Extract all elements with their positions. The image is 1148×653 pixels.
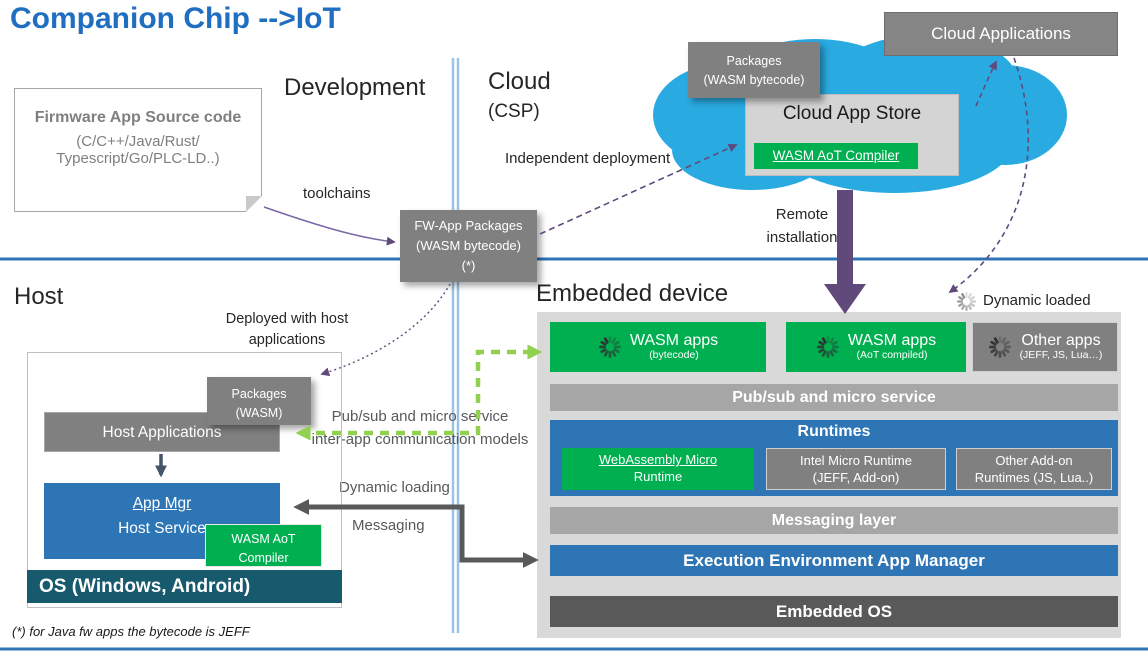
intel-micro-runtime-line1: Intel Micro Runtime (800, 453, 912, 468)
intel-micro-runtime-line2: (JEFF, Add-on) (812, 469, 900, 485)
section-label-host: Host (14, 283, 64, 310)
firmware-source-line3: Typescript/Go/PLC-LD..) (56, 150, 220, 167)
fw-app-packages-box: FW-App Packages (WASM bytecode) (*) (400, 210, 537, 282)
host-os-bar: OS (Windows, Android) (27, 570, 342, 603)
wasm-apps-bytecode-sub: (bytecode) (649, 349, 699, 362)
loading-spinner-icon (956, 291, 977, 312)
runtimes-title: Runtimes (797, 423, 871, 440)
host-packages-callout: Packages (WASM) (207, 377, 311, 425)
fw-app-packages-line1: FW-App Packages (414, 218, 523, 233)
firmware-source-line2: (C/C++/Java/Rust/ (76, 133, 200, 150)
embedded-os-bar: Embedded OS (550, 596, 1118, 627)
dynamic-loading-label: Dynamic loading (339, 479, 450, 496)
section-label-development: Development (284, 74, 426, 101)
footnote: (*) for Java fw apps the bytecode is JEF… (12, 624, 250, 639)
host-outline-box (27, 352, 342, 608)
loading-spinner-icon (988, 335, 1012, 359)
other-addon-runtimes-box: Other Add-on Runtimes (JS, Lua..) (956, 448, 1112, 490)
loading-spinner-icon (598, 335, 622, 359)
dynamic-loaded-label: Dynamic loaded (983, 292, 1091, 309)
cloud-app-store-title: Cloud App Store (782, 103, 922, 124)
other-addon-runtimes-line2: Runtimes (JS, Lua..) (974, 469, 1094, 485)
cloud-packages-line1: Packages (726, 54, 782, 68)
wasm-apps-aot-box: WASM apps (AoT compiled) (786, 322, 966, 372)
execution-environment-bar: Execution Environment App Manager (550, 545, 1118, 576)
cloud-applications-box: Cloud Applications (884, 12, 1118, 56)
wasm-apps-bytecode-title: WASM apps (629, 332, 719, 350)
cloud-wasm-aot-compiler-box: WASM AoT Compiler (754, 143, 918, 169)
independent-deployment-label: Independent deployment (505, 150, 671, 167)
fw-app-packages-line2: (WASM bytecode) (416, 238, 521, 254)
cloud-app-store-box: Cloud App Store WASM AoT Compiler (745, 94, 959, 176)
section-label-cloud: Cloud (488, 68, 551, 95)
deployed-with-host-label: Deployed with host applications (225, 311, 349, 349)
embedded-device-panel: WASM apps (bytecode) WASM apps (AoT comp… (537, 312, 1121, 638)
cloud-wasm-aot-compiler-label: WASM AoT Compiler (772, 148, 900, 163)
toolchains-label: toolchains (303, 185, 371, 202)
other-apps-title: Other apps (1021, 332, 1101, 350)
section-label-embedded-device: Embedded device (536, 280, 729, 307)
firmware-source-box: Firmware App Source code (C/C++/Java/Rus… (14, 88, 262, 212)
wasm-apps-aot-title: WASM apps (847, 332, 937, 350)
messaging-label: Messaging (352, 517, 425, 534)
loading-spinner-icon (816, 335, 840, 359)
firmware-source-title: Firmware App Source code (34, 109, 242, 126)
host-wasm-aot-line2: Compiler (238, 550, 289, 565)
app-mgr-line2: Host Service (118, 519, 206, 537)
cloud-packages-line2: (WASM bytecode) (703, 72, 805, 87)
section-label-csp: (CSP) (488, 101, 540, 122)
fw-app-packages-line3: (*) (461, 258, 476, 274)
wasm-apps-bytecode-box: WASM apps (bytecode) (550, 322, 766, 372)
remote-installation-label: Remote installation (766, 206, 838, 246)
runtimes-container: Runtimes WebAssembly Micro Runtime Intel… (550, 420, 1118, 496)
host-wasm-aot-compiler-box: WASM AoT Compiler (205, 524, 322, 567)
app-mgr-line1: App Mgr (132, 495, 192, 512)
messaging-layer-bar: Messaging layer (550, 507, 1118, 534)
page-title: Companion Chip -->IoT (10, 2, 341, 35)
host-wasm-aot-line1: WASM AoT (231, 532, 296, 546)
pubsub-service-bar: Pub/sub and micro service (550, 384, 1118, 411)
host-packages-line2: (WASM) (235, 405, 283, 420)
webassembly-micro-runtime-line1: WebAssembly Micro (598, 452, 718, 467)
cloud-packages-callout: Packages (WASM bytecode) (688, 42, 820, 98)
other-apps-sub: (JEFF, JS, Lua…) (1019, 349, 1103, 362)
wasm-apps-aot-sub: (AoT compiled) (856, 349, 928, 362)
webassembly-micro-runtime-line2: Runtime (633, 468, 683, 484)
intel-micro-runtime-box: Intel Micro Runtime (JEFF, Add-on) (766, 448, 946, 490)
other-addon-runtimes-line1: Other Add-on (995, 453, 1073, 468)
host-packages-line1: Packages (231, 387, 287, 401)
webassembly-micro-runtime-box: WebAssembly Micro Runtime (562, 448, 754, 490)
other-apps-box: Other apps (JEFF, JS, Lua…) (972, 322, 1118, 372)
